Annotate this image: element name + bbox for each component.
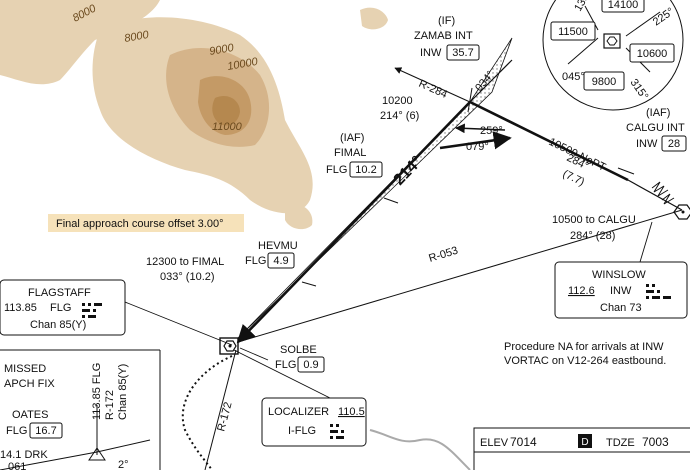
msa-circle: 14100 11500 10600 9800 225° 045° 315° 13… bbox=[542, 0, 684, 111]
note-line-2: VORTAC on V12-264 eastbound. bbox=[504, 355, 666, 367]
fimal-altitude: 10200 bbox=[382, 95, 413, 107]
fix-hevmu: HEVMU FLG 4.9 bbox=[245, 240, 298, 269]
fix-zamab: (IF) ZAMAB INT INW 35.7 bbox=[414, 15, 480, 61]
to-fimal-course: 033° (10.2) bbox=[160, 271, 215, 283]
to-calgu-course: 284° (28) bbox=[570, 230, 615, 242]
elev-value: 7014 bbox=[510, 435, 537, 449]
drk-distance: 14.1 DRK bbox=[0, 449, 48, 461]
winslow-ident: INW bbox=[610, 285, 632, 297]
procedure-turn-in: 079° bbox=[466, 141, 489, 153]
zamab-facility: INW bbox=[420, 47, 442, 59]
final-approach-course bbox=[236, 101, 471, 344]
oates-facility: FLG bbox=[6, 425, 27, 437]
hevmu-distance: 4.9 bbox=[273, 255, 288, 267]
to-calgu-altitude: 10500 to CALGU bbox=[552, 214, 636, 226]
radial-053-line bbox=[237, 209, 683, 343]
terrain-shading bbox=[0, 0, 388, 230]
localizer-ident: I-FLG bbox=[288, 425, 316, 437]
missed-fix-line2: APCH FIX bbox=[4, 378, 55, 390]
contour-11000: 11000 bbox=[212, 121, 243, 133]
tdze-label: TDZE bbox=[606, 437, 635, 449]
flagstaff-morse bbox=[82, 303, 102, 318]
missed-approach-inset: MISSED APCH FIX OATES FLG 16.7 113.85 FL… bbox=[0, 349, 161, 470]
note-line-1: Procedure NA for arrivals at INW bbox=[504, 341, 664, 353]
localizer-info-box: LOCALIZER 110.5 I-FLG bbox=[261, 397, 367, 447]
fimal-facility: FLG bbox=[326, 164, 347, 176]
radial-053-label: R-053 bbox=[427, 245, 459, 265]
elev-label: ELEV bbox=[480, 437, 509, 449]
winslow-freq: 112.6 bbox=[568, 285, 595, 297]
inset-vertical-channel: Chan 85(Y) bbox=[117, 364, 129, 420]
winslow-vortac-symbol bbox=[673, 204, 690, 220]
hevmu-name: HEVMU bbox=[258, 240, 298, 252]
zamab-distance: 35.7 bbox=[452, 47, 473, 59]
to-fimal-altitude: 12300 to FIMAL bbox=[146, 256, 224, 268]
msa-bearing-045: 045° bbox=[562, 71, 585, 83]
contour-9000: 9000 bbox=[208, 42, 235, 58]
missed-fix-line1: MISSED bbox=[4, 363, 46, 375]
flagstaff-channel: Chan 85(Y) bbox=[30, 319, 86, 331]
radial-172-line bbox=[204, 349, 237, 470]
msa-sector-west: 11500 bbox=[558, 26, 588, 38]
flagstaff-vortac-symbol bbox=[219, 337, 239, 355]
procedure-turn-out: 259° bbox=[480, 125, 503, 137]
hevmu-facility: FLG bbox=[245, 255, 266, 267]
fix-solbe: SOLBE FLG 0.9 bbox=[275, 344, 325, 373]
solbe-facility: FLG bbox=[275, 359, 296, 371]
flagstaff-name: FLAGSTAFF bbox=[28, 287, 91, 299]
oates-name: OATES bbox=[12, 409, 48, 421]
msa-sector-east: 10600 bbox=[637, 48, 668, 60]
airport-elevation-strip: ELEV 7014 D TDZE 7003 bbox=[369, 427, 690, 470]
radial-284-label: R-284 bbox=[417, 78, 449, 101]
fimal-distance: 10.2 bbox=[355, 164, 376, 176]
fimal-type: (IAF) bbox=[340, 132, 364, 144]
fix-calgu: (IAF) CALGU INT INW 28 bbox=[626, 107, 687, 152]
contour-10000: 10000 bbox=[226, 56, 259, 73]
localizer-morse bbox=[330, 424, 344, 439]
procedure-note: Procedure NA for arrivals at INW VORTAC … bbox=[504, 341, 666, 367]
bottom-partial-value: 061 bbox=[8, 461, 26, 470]
inset-vertical-freq: 113.85 FLG bbox=[91, 363, 103, 420]
localizer-freq: 110.5 bbox=[338, 406, 365, 418]
winslow-info-box: WINSLOW 112.6 INW Chan 73 bbox=[554, 261, 688, 319]
calgu-distance: 28 bbox=[668, 138, 680, 150]
fix-fimal: (IAF) FIMAL FLG 10.2 bbox=[326, 132, 383, 178]
offset-note: Final approach course offset 3.00° bbox=[48, 214, 244, 232]
tdze-value: 7003 bbox=[642, 435, 669, 449]
solbe-name: SOLBE bbox=[280, 344, 317, 356]
d-symbol: D bbox=[581, 437, 588, 448]
msa-sector-south: 9800 bbox=[592, 76, 616, 88]
radial-284-line bbox=[394, 67, 471, 103]
msa-sector-north: 14100 bbox=[608, 0, 639, 11]
calgu-name: CALGU INT bbox=[626, 122, 685, 134]
fimal-name: FIMAL bbox=[334, 147, 366, 159]
contour-8000-b: 8000 bbox=[123, 29, 150, 45]
zamab-name: ZAMAB INT bbox=[414, 30, 473, 42]
course-lines bbox=[119, 37, 683, 470]
zamab-type: (IF) bbox=[438, 15, 455, 27]
flagstaff-info-box: FLAGSTAFF 113.85 FLG Chan 85(Y) bbox=[0, 279, 126, 336]
partial-angle: 2° bbox=[118, 459, 129, 470]
terrain-contour-labels: 8000 8000 9000 10000 11000 bbox=[71, 2, 260, 133]
oates-distance: 16.7 bbox=[35, 425, 56, 437]
flagstaff-ident: FLG bbox=[50, 302, 71, 314]
calgu-route bbox=[469, 100, 629, 182]
flagstaff-freq: 113.85 bbox=[4, 302, 37, 314]
solbe-distance: 0.9 bbox=[303, 359, 318, 371]
radial-172-label: R-172 bbox=[215, 401, 234, 433]
calgu-type: (IAF) bbox=[646, 107, 670, 119]
inset-vertical-radial: R-172 bbox=[104, 390, 116, 420]
calgu-facility: INW bbox=[636, 138, 658, 150]
winslow-morse bbox=[646, 284, 671, 299]
offset-note-text: Final approach course offset 3.00° bbox=[56, 218, 223, 230]
winslow-channel: Chan 73 bbox=[600, 302, 642, 314]
localizer-name: LOCALIZER bbox=[268, 406, 329, 418]
fimal-course: 214° (6) bbox=[380, 110, 419, 122]
winslow-name: WINSLOW bbox=[592, 269, 646, 281]
